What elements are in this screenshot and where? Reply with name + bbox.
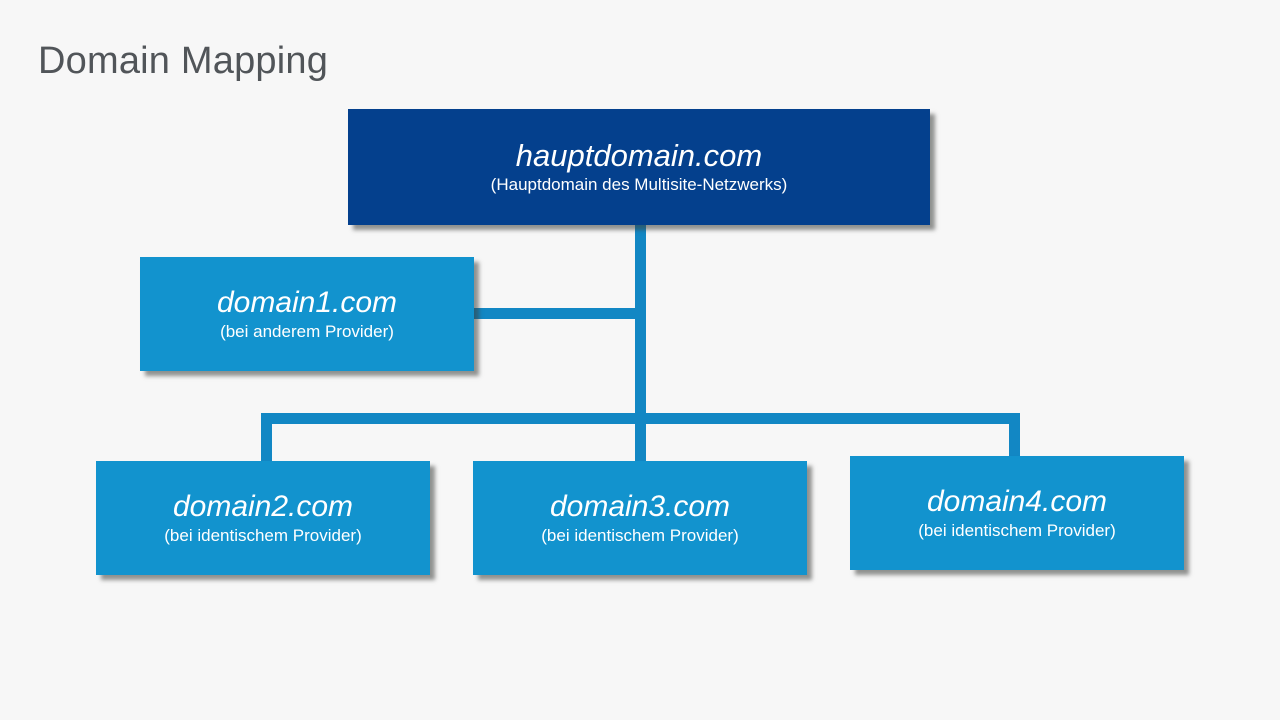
node-hauptdomain[interactable]: hauptdomain.com (Hauptdomain des Multisi… — [348, 109, 930, 225]
node-domain4-subtitle: (bei identischem Provider) — [918, 520, 1116, 540]
node-domain4-title: domain4.com — [926, 484, 1108, 518]
node-domain3[interactable]: domain3.com (bei identischem Provider) — [473, 461, 807, 575]
node-domain4[interactable]: domain4.com (bei identischem Provider) — [850, 456, 1184, 570]
node-domain1-subtitle: (bei anderem Provider) — [220, 321, 394, 341]
node-domain3-title: domain3.com — [549, 489, 731, 523]
connector-to-domain1 — [470, 308, 642, 319]
page-title: Domain Mapping — [38, 40, 329, 82]
connector-drop-domain2 — [261, 413, 272, 468]
connector-drop-domain4 — [1009, 413, 1020, 463]
connector-root-trunk — [635, 219, 646, 471]
node-domain2-title: domain2.com — [172, 489, 354, 523]
node-domain1-title: domain1.com — [216, 285, 398, 319]
node-domain1[interactable]: domain1.com (bei anderem Provider) — [140, 257, 474, 371]
node-domain3-subtitle: (bei identischem Provider) — [541, 525, 739, 545]
node-domain2[interactable]: domain2.com (bei identischem Provider) — [96, 461, 430, 575]
node-domain2-subtitle: (bei identischem Provider) — [164, 525, 362, 545]
node-hauptdomain-subtitle: (Hauptdomain des Multisite-Netzwerks) — [490, 175, 788, 195]
connector-horizontal-bus — [261, 413, 1020, 424]
node-hauptdomain-title: hauptdomain.com — [515, 137, 763, 173]
